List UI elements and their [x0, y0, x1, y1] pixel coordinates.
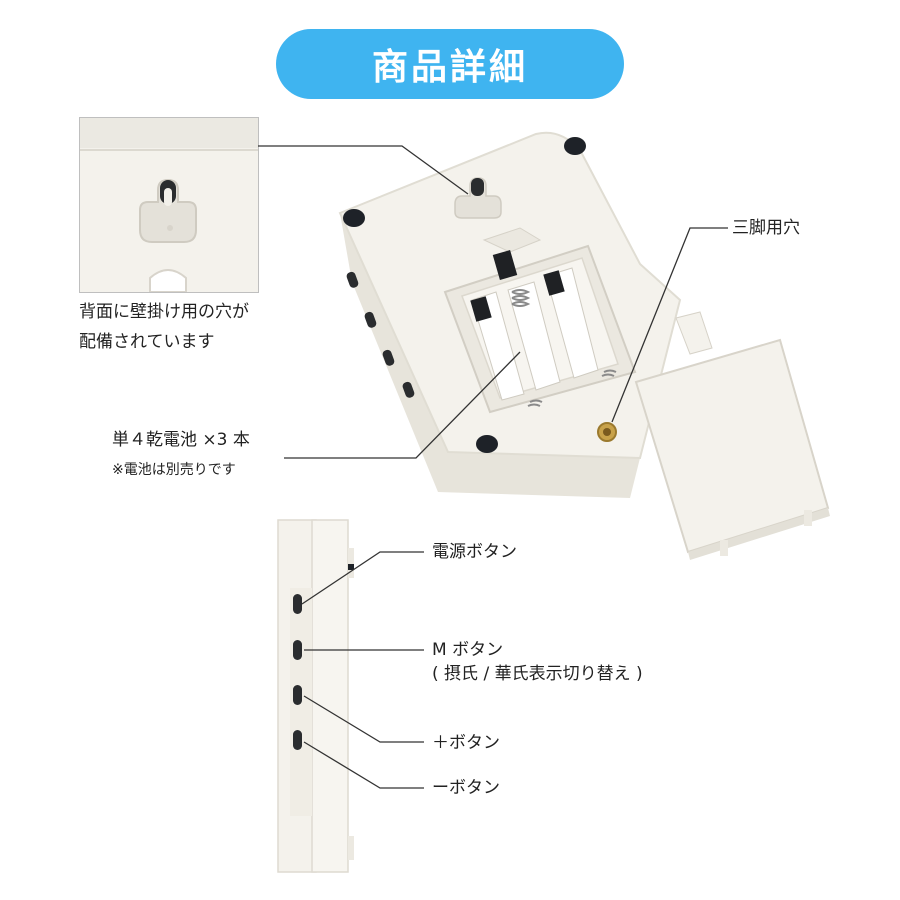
power-button-shape: [293, 594, 302, 614]
rubber-foot: [476, 435, 498, 453]
device-back: [338, 131, 682, 498]
m-button-shape: [293, 640, 302, 660]
battery-caption-line2: ※電池は別売りです: [112, 462, 236, 478]
battery-leader: [284, 351, 521, 459]
tripod-hole-label: 三脚用穴: [732, 218, 800, 238]
plus-button-shape: [293, 685, 302, 705]
wall-hook-caption-line2: 配備されています: [79, 332, 215, 352]
minus-button-shape: [293, 730, 302, 750]
wall-hook-leader: [258, 145, 469, 195]
wall-hook-closeup-illustration: [80, 118, 258, 292]
minus-button-leader: [303, 741, 424, 789]
title-banner: 商品詳細: [276, 29, 624, 99]
device-side: [277, 519, 354, 873]
leader-lines: [258, 145, 728, 789]
m-button-label-line1: M ボタン: [432, 640, 504, 660]
plus-button-leader: [303, 695, 424, 743]
power-button-leader: [301, 551, 424, 605]
minus-button-label: ーボタン: [432, 778, 500, 798]
rubber-foot: [343, 209, 365, 227]
battery-caption-line1: 単４乾電池 ×3 本: [112, 430, 250, 450]
power-button-label: 電源ボタン: [432, 542, 517, 562]
tripod-leader: [611, 227, 728, 423]
m-button-label-line2: ( 摂氏 / 華氏表示切り替え ): [432, 664, 643, 684]
wall-hook-caption-line1: 背面に壁掛け用の穴が: [79, 302, 249, 322]
wall-hook-inset-photo: [79, 117, 259, 293]
battery-cover: [634, 311, 830, 560]
plus-button-label: ＋ボタン: [432, 733, 500, 753]
rubber-foot: [564, 137, 586, 155]
page-title: 商品詳細: [371, 47, 528, 88]
